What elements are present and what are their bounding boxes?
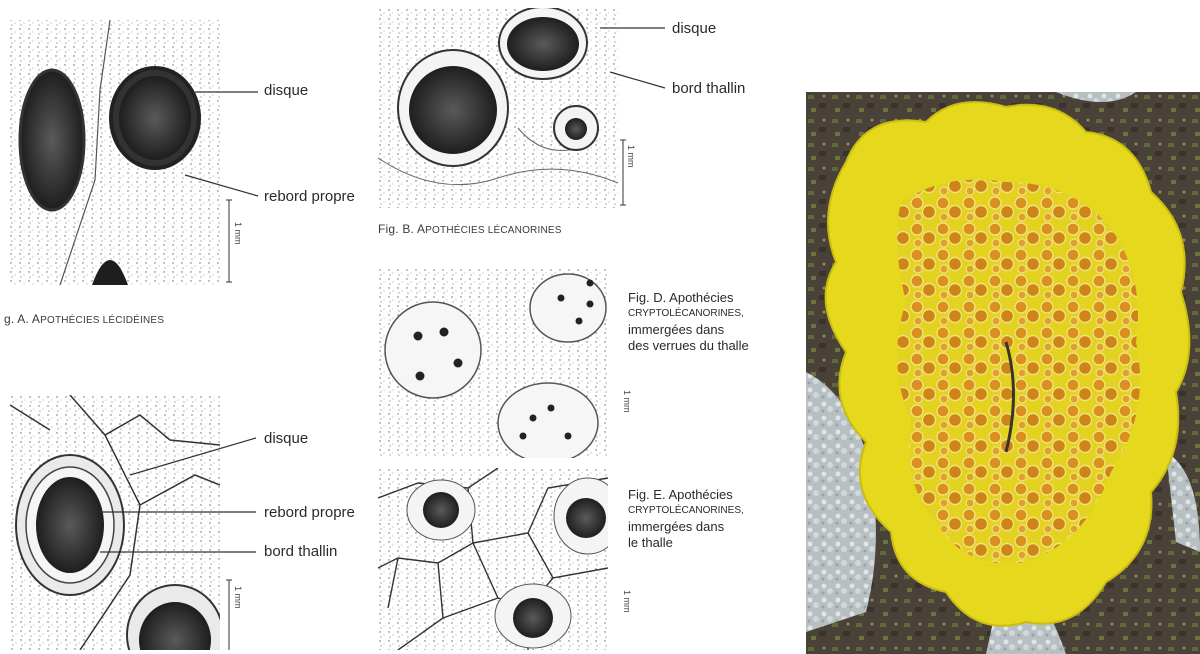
fig-c-label-bord-thallin: bord thallin — [264, 543, 337, 560]
fig-a-label-rebord-propre: rebord propre — [264, 188, 355, 205]
fig-e-illustration — [378, 468, 608, 650]
fig-b-caption-prefix: Fig. B. A — [378, 222, 425, 236]
fig-c-label-rebord-propre: rebord propre — [264, 504, 355, 521]
fig-d-line-1: Fig. D. Apothécies — [628, 290, 749, 306]
fig-d-description: Fig. D. Apothécies CRYPTOLÉCANORINES, im… — [628, 290, 749, 354]
fig-a-scale: 1 mm — [233, 222, 243, 245]
fig-b-leader-lines — [560, 0, 670, 220]
fig-c-label-disque: disque — [264, 430, 308, 447]
fig-d-line-2: CRYPTOLÉCANORINES, — [628, 306, 749, 322]
fig-b-caption: Fig. B. APOTHÉCIES LÉCANORINES — [378, 222, 562, 236]
fig-d-scale: 1 mm — [622, 390, 632, 413]
fig-b-label-bord-thallin: bord thallin — [672, 80, 745, 97]
fig-e-line-2: CRYPTOLÉCANORINES, — [628, 503, 744, 519]
fig-c-leader-lines — [0, 380, 270, 654]
fig-b-label-disque: disque — [672, 20, 716, 37]
fig-e-line-3: immergées dans — [628, 519, 744, 535]
fig-a-caption: g. A. APOTHÉCIES LÉCIDÉINES — [4, 312, 164, 326]
fig-b-scale: 1 mm — [626, 145, 636, 168]
fig-d-line-4: des verrues du thalle — [628, 338, 749, 354]
fig-e-scale: 1 mm — [622, 590, 632, 613]
fig-b-caption-rest: POTHÉCIES LÉCANORINES — [425, 225, 561, 236]
lichen-photo — [806, 92, 1200, 654]
fig-c-scale: 1 mm — [233, 586, 243, 609]
fig-d-illustration — [378, 268, 608, 458]
fig-a-label-disque: disque — [264, 82, 308, 99]
fig-a-caption-prefix: g. A. A — [4, 312, 40, 326]
fig-e-line-1: Fig. E. Apothécies — [628, 487, 744, 503]
fig-e-description: Fig. E. Apothécies CRYPTOLÉCANORINES, im… — [628, 487, 744, 551]
fig-e-line-4: le thalle — [628, 535, 744, 551]
fig-d-line-3: immergées dans — [628, 322, 749, 338]
fig-a-leader-lines — [0, 0, 380, 330]
fig-a-caption-rest: POTHÉCIES LÉCIDÉINES — [40, 315, 164, 326]
